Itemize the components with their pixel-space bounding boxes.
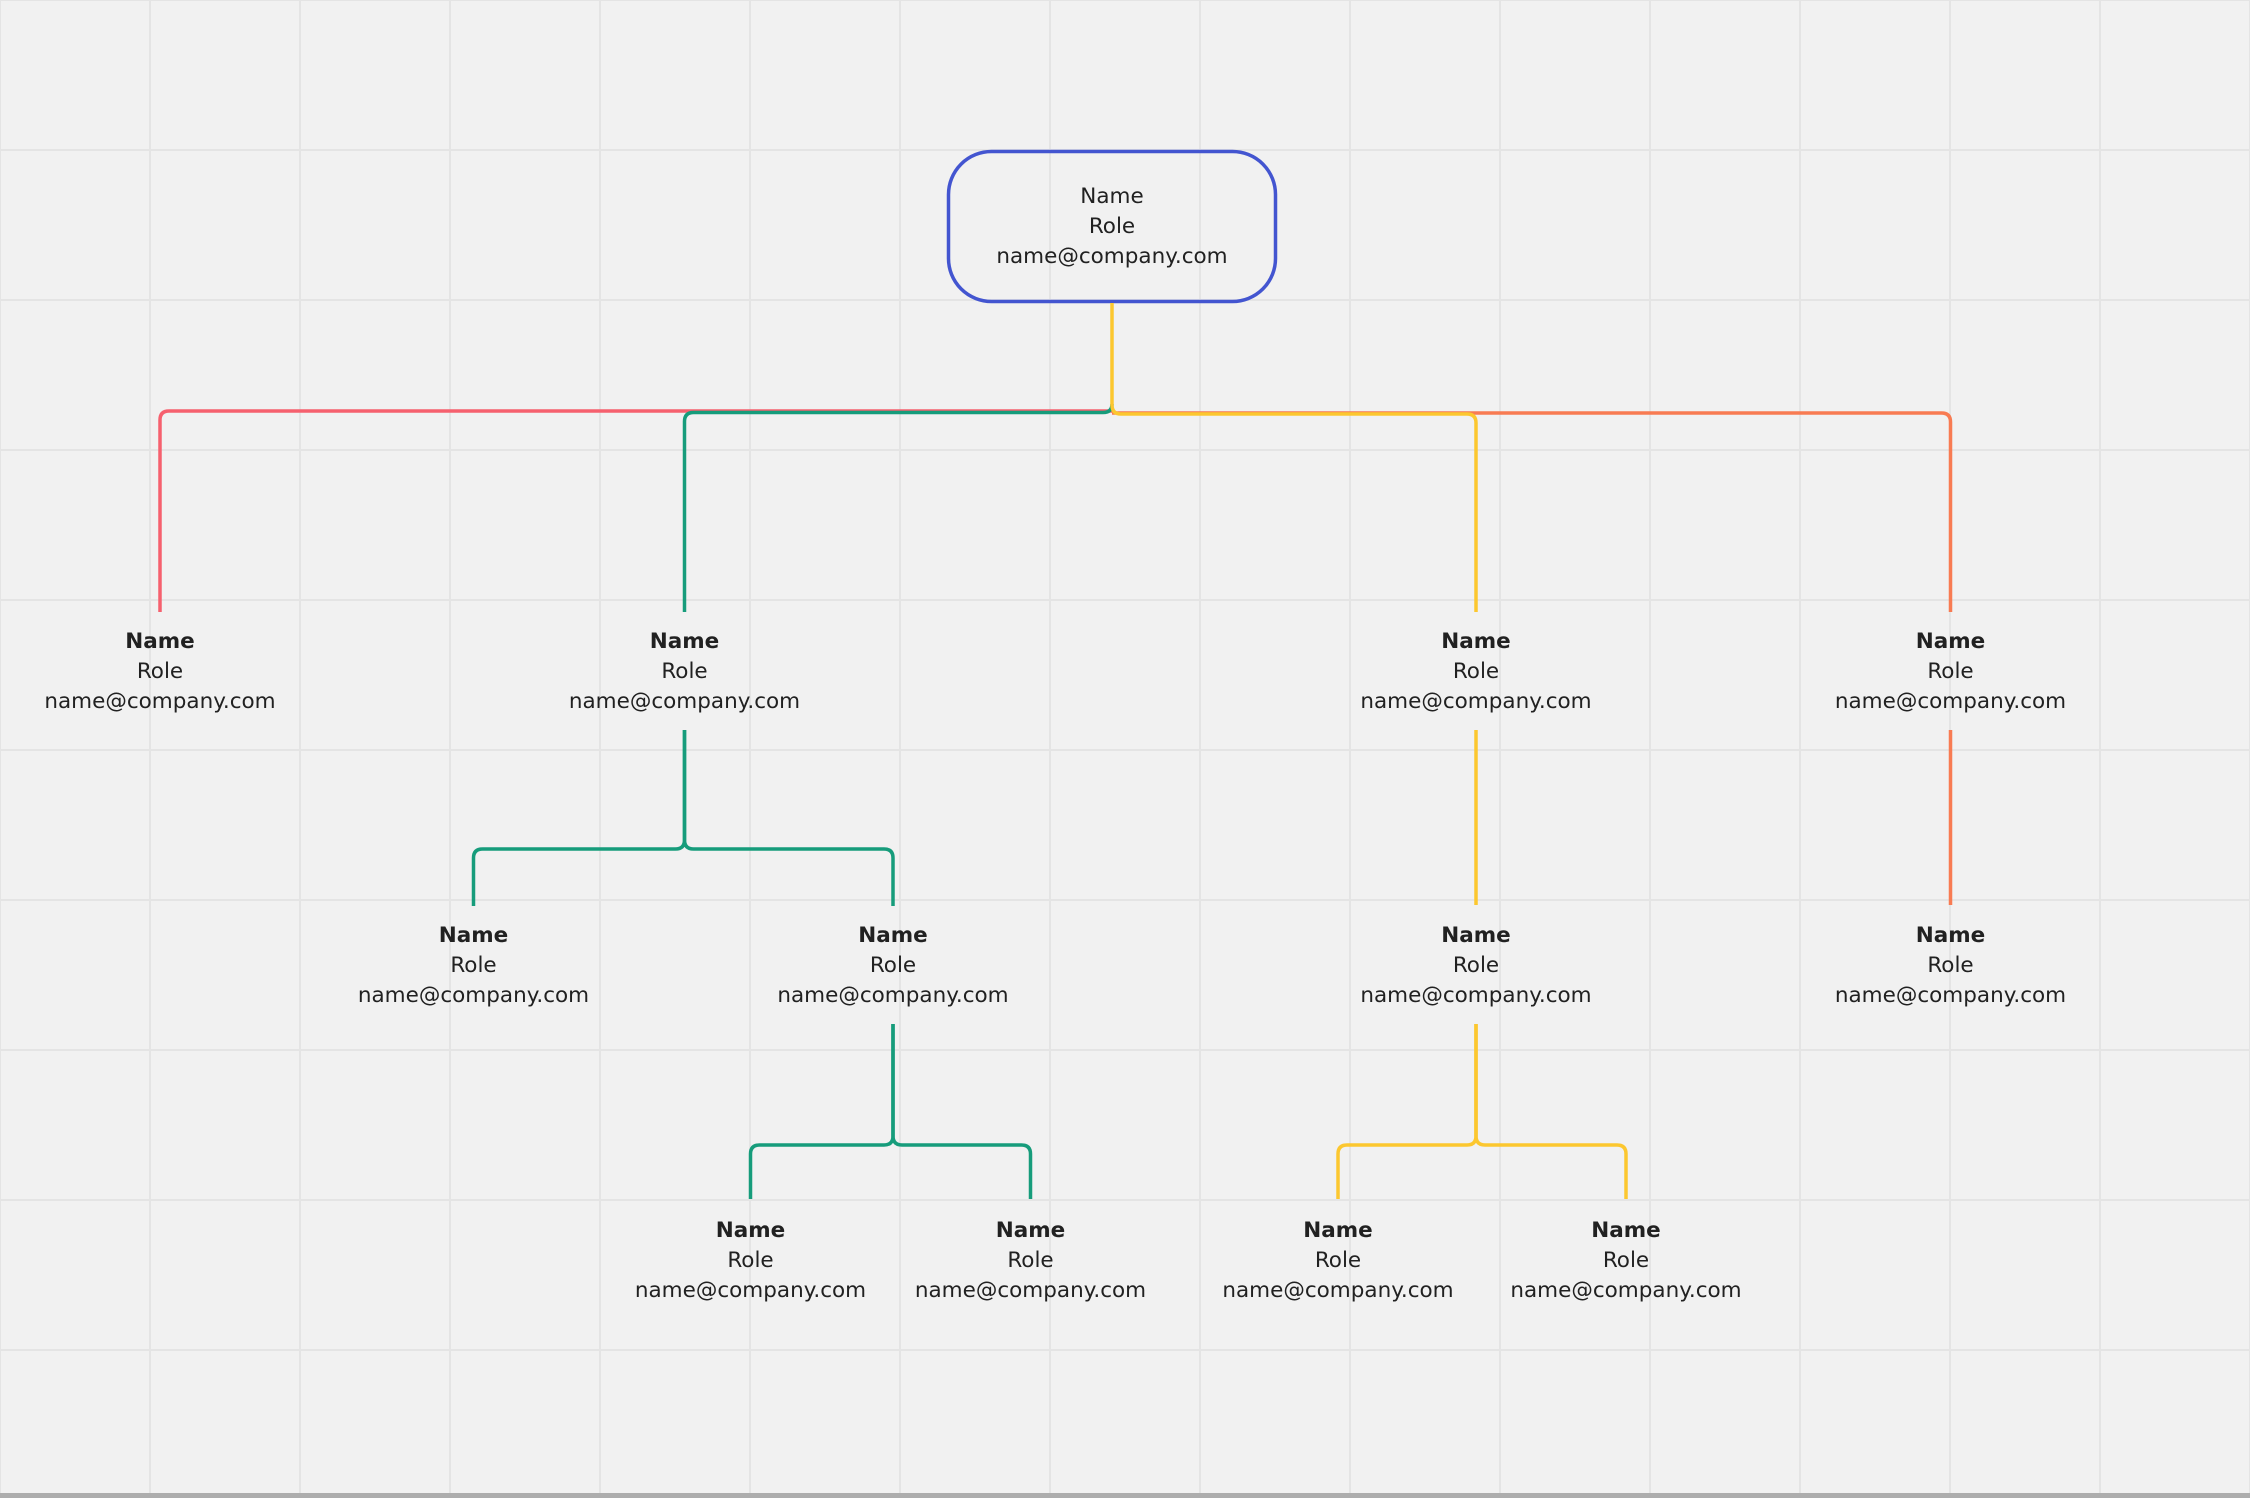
node-name: Name — [1080, 183, 1144, 209]
node-email: name@company.com — [1360, 983, 1592, 1008]
node-name: Name — [1915, 629, 1986, 654]
node-email: name@company.com — [1834, 983, 2067, 1008]
node-role: Role — [1452, 659, 1500, 684]
org-node-l4-4[interactable]: Name Role name@company.com — [1476, 1216, 1776, 1306]
org-node-l3-2[interactable]: Name Role name@company.com — [743, 921, 1043, 1011]
node-name: Name — [1441, 629, 1511, 654]
edge-teal-split-right — [682, 730, 895, 906]
edge-root-to-orange-child — [1112, 411, 1953, 612]
node-name: Name — [715, 1218, 786, 1243]
org-node-l2-4[interactable]: Name Role name@company.com — [1801, 627, 2101, 717]
org-node-l4-1[interactable]: Name Role name@company.com — [601, 1216, 901, 1306]
window-bottom-edge — [0, 1493, 2250, 1498]
node-name: Name — [1591, 1218, 1661, 1243]
root-node-outline — [946, 149, 1278, 304]
node-role: Role — [1452, 953, 1500, 978]
node-role: Role — [1007, 1248, 1054, 1273]
node-role: Role — [1602, 1248, 1650, 1273]
node-email: name@company.com — [634, 1278, 867, 1303]
org-node-root[interactable]: Name Role name@company.com — [947, 150, 1277, 303]
org-node-l3-4[interactable]: Name Role name@company.com — [1801, 921, 2101, 1011]
node-name: Name — [438, 923, 509, 948]
node-name: Name — [1441, 923, 1511, 948]
edge-teal-split-left — [471, 730, 687, 906]
edge-yellow-split-right — [1474, 1024, 1628, 1199]
node-role: Role — [1088, 213, 1136, 239]
node-email: name@company.com — [44, 689, 276, 714]
node-name: Name — [858, 923, 928, 948]
edge-root-to-pink-child — [158, 409, 1112, 612]
node-name: Name — [1303, 1218, 1373, 1243]
edge-yellow-split-left — [1336, 1024, 1478, 1199]
node-name: Name — [125, 629, 195, 654]
edge-teal-split2-right — [891, 1024, 1033, 1199]
edge-teal-split2-left — [748, 1024, 895, 1199]
node-role: Role — [727, 1248, 774, 1273]
node-role: Role — [1314, 1248, 1362, 1273]
node-email: name@company.com — [357, 983, 590, 1008]
org-node-l4-3[interactable]: Name Role name@company.com — [1188, 1216, 1488, 1306]
org-node-l4-2[interactable]: Name Role name@company.com — [881, 1216, 1181, 1306]
node-email: name@company.com — [1510, 1278, 1742, 1303]
node-email: name@company.com — [1360, 689, 1592, 714]
node-role: Role — [869, 953, 917, 978]
node-email: name@company.com — [1222, 1278, 1454, 1303]
node-name: Name — [1915, 923, 1986, 948]
edge-root-to-yellow-child — [1110, 303, 1478, 612]
node-role: Role — [661, 659, 708, 684]
org-node-l3-3[interactable]: Name Role name@company.com — [1326, 921, 1626, 1011]
node-role: Role — [1927, 659, 1974, 684]
node-role: Role — [136, 659, 184, 684]
node-email: name@company.com — [568, 689, 801, 714]
node-email: name@company.com — [1834, 689, 2067, 714]
org-node-l2-3[interactable]: Name Role name@company.com — [1326, 627, 1626, 717]
node-role: Role — [1927, 953, 1974, 978]
node-email: name@company.com — [914, 1278, 1147, 1303]
node-email: name@company.com — [777, 983, 1009, 1008]
org-node-l2-1[interactable]: Name Role name@company.com — [10, 627, 310, 717]
org-node-l2-2[interactable]: Name Role name@company.com — [535, 627, 835, 717]
node-name: Name — [649, 629, 720, 654]
node-role: Role — [450, 953, 497, 978]
edge-root-to-teal-child — [682, 403, 1114, 612]
org-node-l3-1[interactable]: Name Role name@company.com — [324, 921, 624, 1011]
node-name: Name — [995, 1218, 1066, 1243]
node-email: name@company.com — [996, 243, 1228, 269]
